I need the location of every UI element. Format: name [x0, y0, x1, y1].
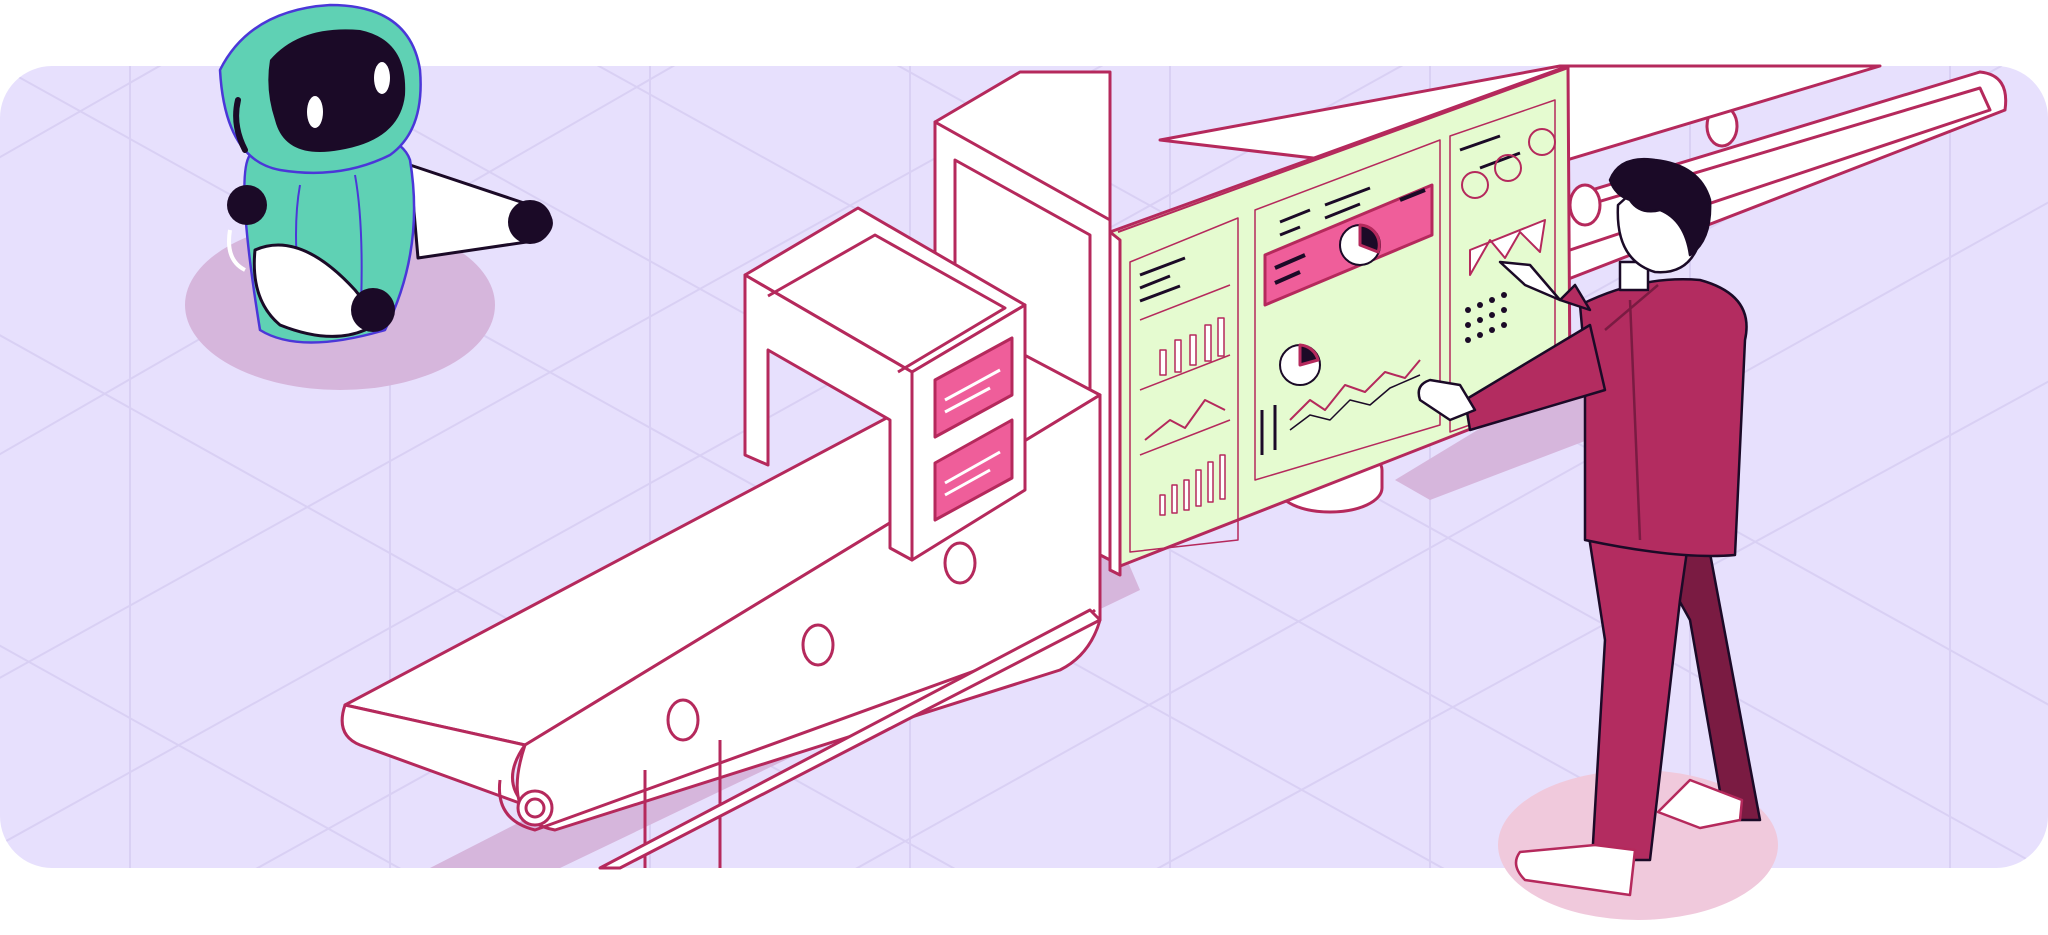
dashboard-screen — [1108, 64, 1572, 577]
bar-chart-left — [1159, 317, 1226, 516]
line-chart-left — [1144, 399, 1226, 441]
businessman-figure — [1417, 157, 1762, 897]
dashboard-text-lines — [1139, 134, 1521, 455]
gauges — [1461, 128, 1556, 199]
robot-figure — [218, 3, 553, 344]
scanner-display-bottom — [933, 418, 1014, 522]
line-chart-center — [1289, 359, 1421, 421]
dot-matrix — [1465, 292, 1507, 343]
scanner-gate — [743, 206, 1027, 562]
pie-chart-small — [1279, 343, 1321, 386]
scanner-display-top — [933, 336, 1014, 439]
pink-banner — [1263, 183, 1434, 307]
mountain-chart — [1469, 219, 1546, 276]
